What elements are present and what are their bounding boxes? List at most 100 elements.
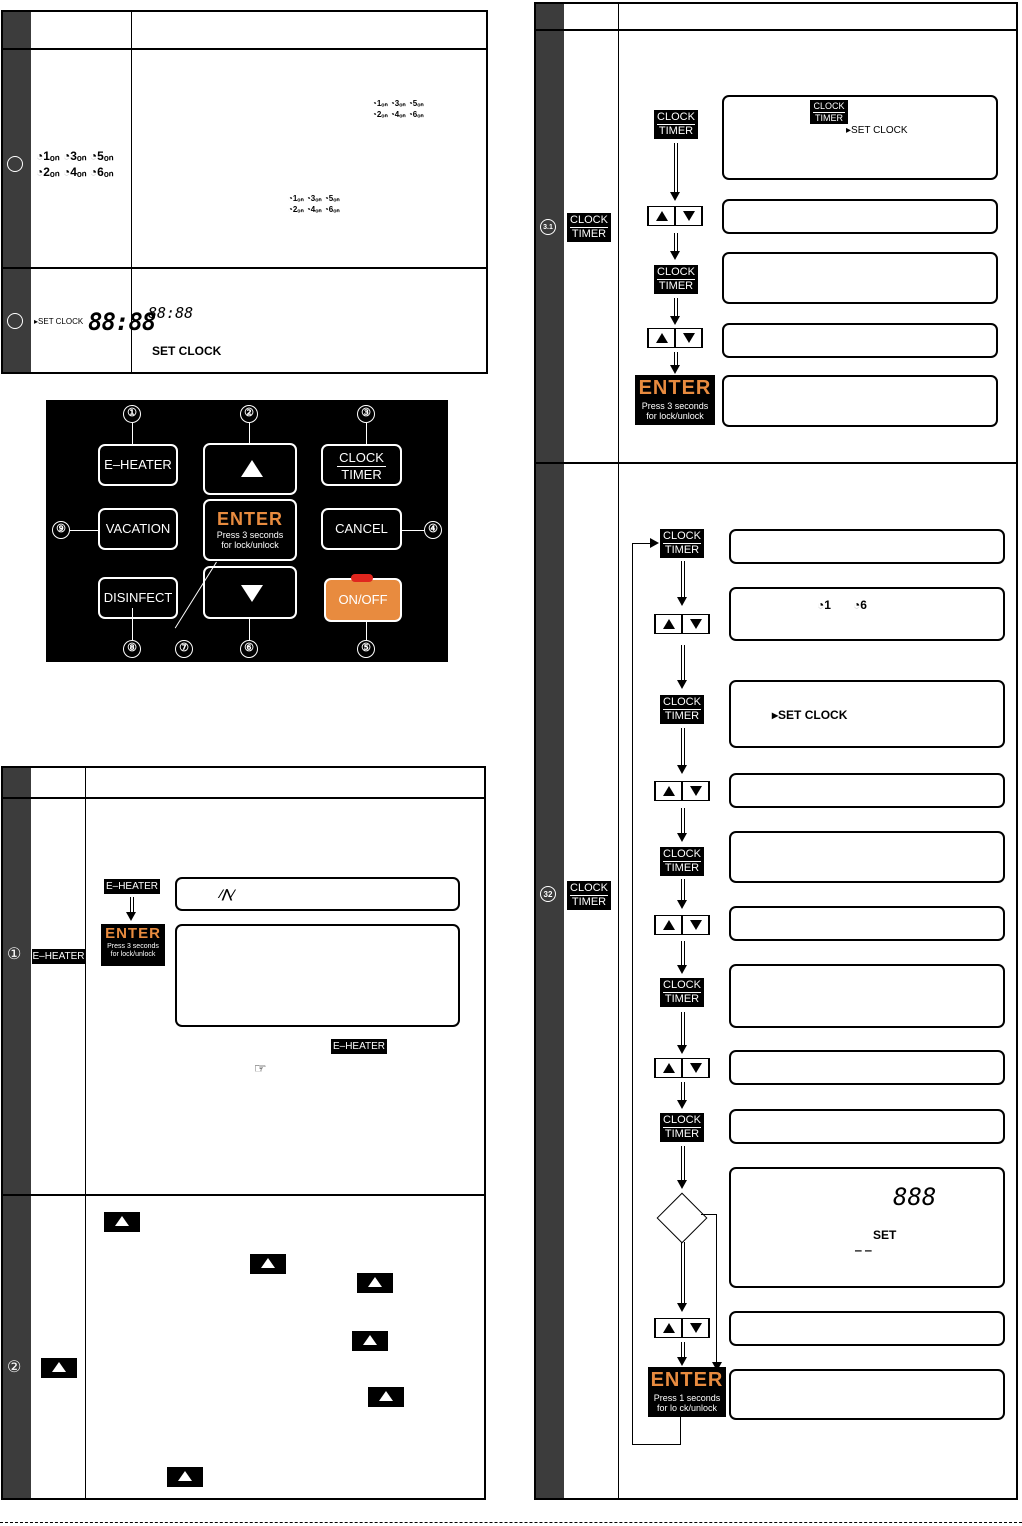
set-clock-indicator: ▸SET CLOCK (772, 708, 848, 722)
divider (3, 267, 486, 269)
info-box (729, 964, 1005, 1028)
timer-icons: ◔1ₒₙ ◔3ₒₙ ◔5ₒₙ ◔2ₒₙ ◔4ₒₙ ◔6ₒₙ (36, 149, 114, 179)
enter-key: ENTER Press 1 seconds for lo ck/unlock (648, 1367, 726, 1417)
divider (618, 4, 619, 1498)
info-box (729, 831, 1005, 883)
up-arrow-icon (241, 460, 263, 477)
up-key (368, 1387, 404, 1407)
panel-number-3: ③ (357, 405, 375, 423)
flow-arrow (677, 1082, 687, 1109)
row-marker (7, 156, 23, 172)
up-down-keys (647, 206, 703, 226)
loop-line (632, 543, 652, 544)
table-bottom-left (1, 766, 486, 1500)
flow-arrow (677, 1342, 687, 1366)
vacation-button[interactable]: VACATION (98, 508, 178, 550)
up-button[interactable] (203, 443, 297, 495)
down-arrow-icon (683, 1319, 708, 1337)
panel-number-8: ⑧ (123, 640, 141, 658)
up-arrow-icon (649, 207, 674, 225)
divider (536, 29, 1016, 31)
info-box (729, 529, 1005, 564)
clock-display-digits: 88:88 (88, 308, 156, 336)
up-down-keys (654, 915, 710, 935)
down-arrow-icon (683, 782, 708, 800)
leader-line (366, 622, 367, 640)
up-down-keys (654, 1058, 710, 1078)
leader-line (249, 619, 250, 640)
on-off-button[interactable]: ON/OFF (324, 578, 402, 622)
flow-arrow (670, 298, 680, 325)
timer-icons: ◔1ₒₙ ◔3ₒₙ ◔5ₒₙ ◔2ₒₙ ◔4ₒₙ ◔6ₒₙ (372, 99, 424, 119)
e-heater-key: E–HEATER (331, 1039, 387, 1054)
panel-number-2: ② (240, 405, 258, 423)
table-bottom-left-sidebar (3, 768, 31, 1498)
down-arrow-icon (676, 207, 701, 225)
info-box (729, 1311, 1005, 1346)
leader-line (401, 530, 424, 531)
info-box (729, 1167, 1005, 1288)
info-box (729, 773, 1005, 808)
flow-arrow (126, 897, 136, 921)
flow-arrow (677, 645, 687, 689)
down-arrow-icon (241, 585, 263, 602)
up-arrow-icon (649, 329, 674, 347)
clock-timer-button[interactable]: CLOCK TIMER (321, 444, 402, 486)
leader-line (70, 530, 98, 531)
timer-6-icon: ◔6 (853, 598, 867, 612)
row-number-1: ① (7, 946, 22, 963)
loop-line (632, 543, 633, 1445)
down-button[interactable] (203, 566, 297, 619)
up-down-keys (654, 1318, 710, 1338)
info-box (722, 95, 998, 180)
cancel-button[interactable]: CANCEL (321, 508, 402, 550)
info-box (729, 1369, 1005, 1420)
panel-number-9: ⑨ (52, 521, 70, 539)
row-marker (7, 313, 23, 329)
enter-button[interactable]: ENTER Press 3 seconds for lock/unlock (203, 499, 297, 561)
up-key (41, 1358, 77, 1378)
divider (85, 768, 86, 1498)
branch-line (701, 1214, 717, 1215)
divider (3, 1194, 484, 1196)
timer-1-icon: ◔1 (817, 598, 831, 612)
leader-line (132, 423, 133, 444)
flow-arrow (677, 879, 687, 909)
info-box (722, 323, 998, 358)
control-panel: ① ② ③ ④ ⑤ ⑥ ⑦ ⑧ ⑨ E–HEATER VACATION DISI… (46, 400, 448, 662)
heater-symbol-icon: ⁄⋀⁄ (220, 887, 234, 901)
divider (536, 462, 1016, 464)
e-heater-button[interactable]: E–HEATER (98, 444, 178, 486)
info-box (722, 199, 998, 234)
flow-arrow (670, 143, 680, 201)
set-clock-indicator: ▸SET CLOCK (846, 125, 908, 136)
row-number-2: ② (7, 1359, 22, 1376)
flow-arrow (677, 1242, 687, 1312)
hand-icon: ☞ (254, 1060, 267, 1076)
table-top-left-sidebar (3, 12, 31, 372)
flow-arrow (670, 352, 680, 374)
up-key (250, 1254, 286, 1274)
info-box (729, 1109, 1005, 1144)
panel-number-7: ⑦ (175, 640, 193, 658)
leader-line (132, 608, 133, 640)
flow-arrow (677, 1012, 687, 1054)
up-key (104, 1212, 140, 1232)
panel-number-5: ⑤ (357, 640, 375, 658)
page-cut-line (0, 1522, 1022, 1523)
panel-number-1: ① (123, 405, 141, 423)
set-clock-text: SET CLOCK (152, 344, 222, 358)
panel-number-4: ④ (424, 521, 442, 539)
up-key (352, 1331, 388, 1351)
enter-key: ENTER Press 3 seconds for lock/unlock (101, 924, 165, 966)
table-right (534, 2, 1018, 1500)
enter-key: ENTER Press 3 seconds for lock/unlock (635, 375, 715, 425)
disinfect-button[interactable]: DISINFECT (98, 577, 178, 619)
